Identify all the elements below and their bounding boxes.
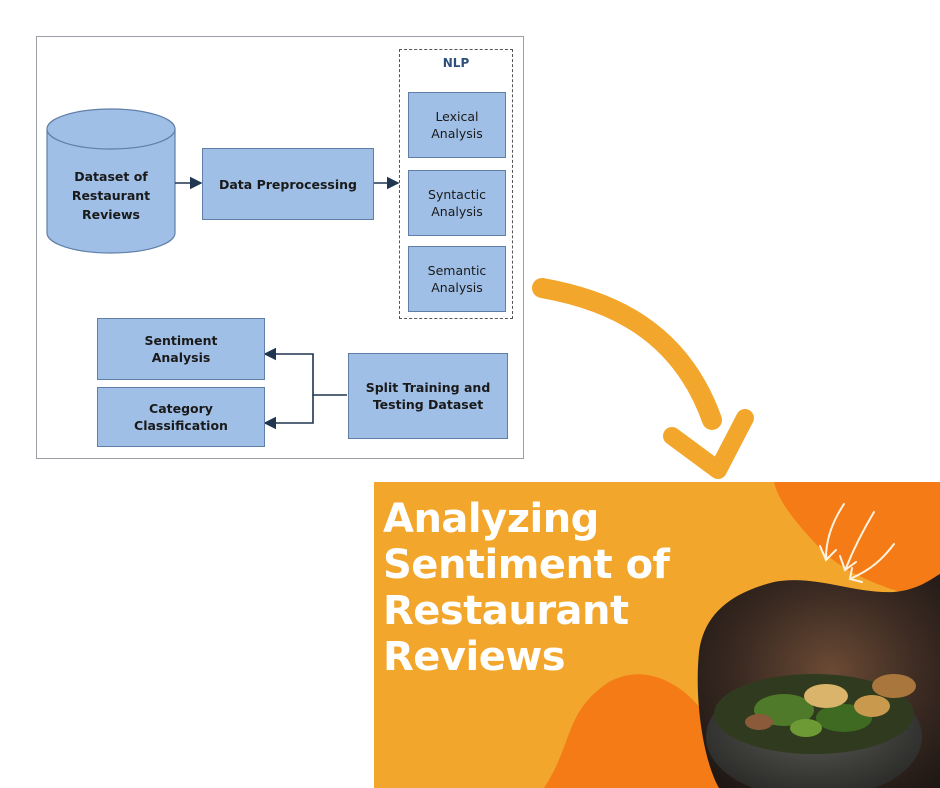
banner-graphics [544, 482, 940, 788]
lexical-analysis-box: Lexical Analysis [408, 92, 506, 158]
split-line2: Testing Dataset [372, 397, 484, 412]
salad-bowl-image [706, 674, 922, 788]
dataset-line2: Restaurant [71, 187, 151, 203]
category-line1: Category [149, 401, 213, 416]
nlp-title: NLP [442, 56, 470, 70]
category-line2: Classification [134, 418, 228, 433]
flowchart-panel: Dataset of Restaurant Reviews Data Prepr… [36, 36, 524, 459]
banner-title-line4: Reviews [383, 634, 566, 680]
dataset-label: Dataset of Restaurant Reviews [47, 163, 175, 227]
data-preprocessing-box: Data Preprocessing [202, 148, 374, 220]
semantic-line1: Semantic [427, 263, 487, 278]
sentiment-line2: Analysis [151, 350, 211, 365]
data-preprocessing-label: Data Preprocessing [219, 176, 357, 192]
banner-title-line2: Sentiment of [383, 542, 670, 588]
split-dataset-box: Split Training and Testing Dataset [348, 353, 508, 439]
nlp-group: NLP Lexical Analysis Syntactic Analysis … [399, 49, 513, 319]
lexical-line2: Analysis [431, 126, 483, 141]
semantic-analysis-box: Semantic Analysis [408, 246, 506, 312]
category-classification-box: Category Classification [97, 387, 265, 447]
syntactic-line2: Analysis [431, 204, 483, 219]
dataset-line3: Reviews [81, 206, 140, 222]
sentiment-line1: Sentiment [144, 333, 218, 348]
database-cylinder [46, 108, 176, 254]
syntactic-analysis-box: Syntactic Analysis [408, 170, 506, 236]
curved-arrow-shaft [532, 278, 722, 430]
arrow-split-to-outputs [263, 347, 347, 396]
lexical-line1: Lexical [435, 109, 479, 124]
doodle-arrows-icon [819, 503, 895, 583]
curved-arrow-head [663, 409, 754, 479]
semantic-line2: Analysis [431, 280, 483, 295]
arrow-split-to-category [263, 395, 314, 430]
dataset-line1: Dataset of [74, 168, 148, 184]
sentiment-analysis-box: Sentiment Analysis [97, 318, 265, 380]
banner-title: Analyzing Sentiment of Restaurant Review… [383, 496, 703, 680]
title-banner: Analyzing Sentiment of Restaurant Review… [374, 482, 940, 788]
banner-title-line1: Analyzing [383, 496, 599, 542]
diagram-connectors [46, 108, 400, 430]
bottom-left-blob [544, 674, 725, 788]
banner-title-line3: Restaurant [383, 588, 629, 634]
syntactic-line1: Syntactic [428, 187, 486, 202]
split-line1: Split Training and [365, 380, 491, 395]
